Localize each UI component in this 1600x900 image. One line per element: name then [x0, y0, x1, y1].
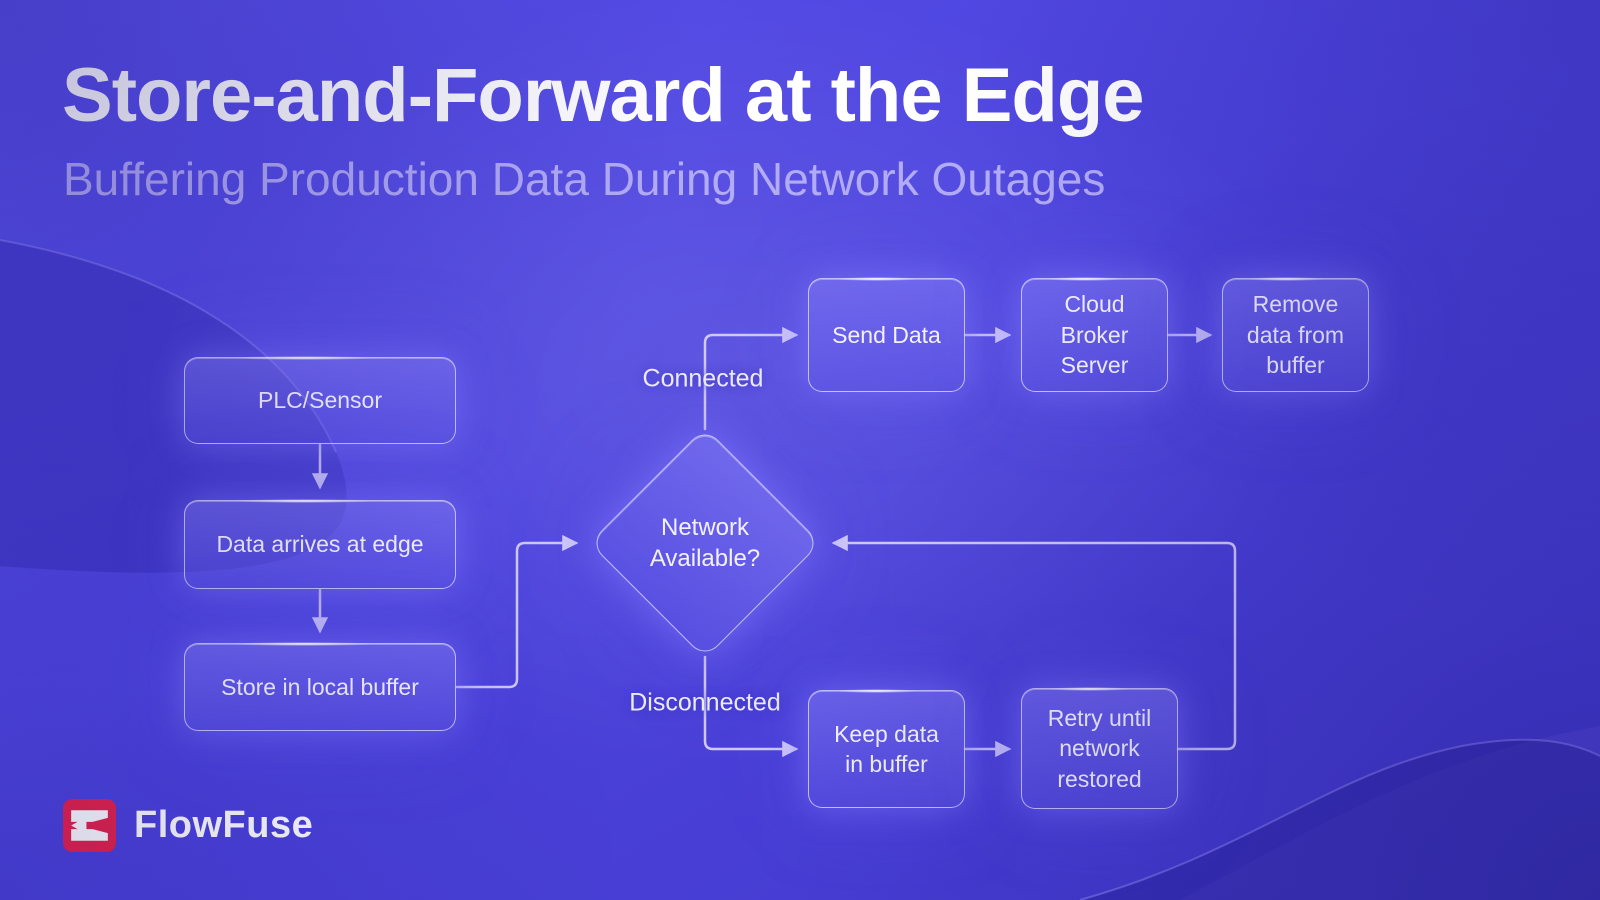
decision-network-available: Network Available?	[588, 427, 822, 659]
node-label: Keep data in buffer	[834, 720, 939, 777]
node-retry-until-network-restored: Retry until network restored	[1021, 686, 1178, 809]
node-label: PLC/Sensor	[257, 387, 382, 414]
brand-name: FlowFuse	[134, 804, 314, 846]
node-label: Retry until network restored	[1047, 704, 1152, 792]
node-data-arrives-at-edge: Data arrives at edge	[184, 498, 456, 589]
brand-footer: FlowFuse	[63, 799, 313, 852]
edge-label-disconnected: Disconnected	[629, 688, 781, 717]
node-keep-data-in-buffer: Keep data in buffer	[808, 688, 965, 808]
node-send-data: Send Data	[808, 276, 965, 392]
node-remove-data-from-buffer: Remove data from buffer	[1222, 276, 1369, 392]
page-title: Store-and-Forward at the Edge	[62, 53, 1145, 138]
node-label: Data arrives at edge	[216, 531, 424, 558]
node-label: Send Data	[832, 321, 941, 348]
flowfuse-logo-icon	[63, 799, 116, 852]
page-subtitle: Buffering Production Data During Network…	[63, 153, 1106, 205]
decision-label: Network Available?	[649, 513, 761, 572]
node-label: Remove data from buffer	[1246, 291, 1345, 379]
edge-label-connected: Connected	[642, 364, 764, 393]
node-label: Cloud Broker Server	[1060, 291, 1129, 379]
node-cloud-broker-server: Cloud Broker Server	[1021, 276, 1168, 392]
node-plc-sensor: PLC/Sensor	[184, 355, 456, 444]
node-label: Store in local buffer	[221, 673, 419, 700]
node-store-in-local-buffer: Store in local buffer	[184, 641, 456, 731]
